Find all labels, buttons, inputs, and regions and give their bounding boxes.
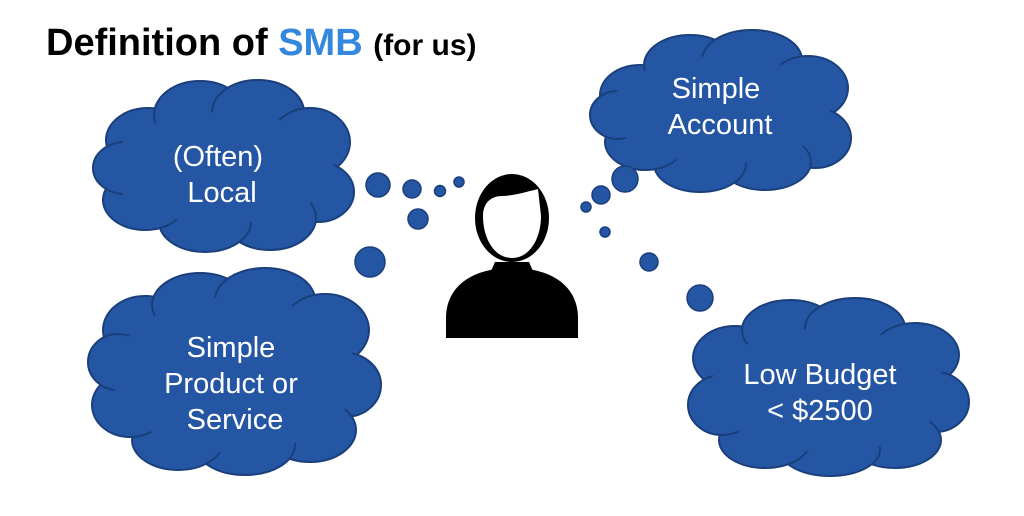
cloud-budget-text: Low Budget < $2500 [743,359,904,427]
bubble-local-3 [433,184,447,198]
cloud-local-line-1: (Often) [173,141,263,173]
cloud-product-text: Simple Product or Service [164,332,306,436]
bubble-local-5 [407,208,429,230]
cloud-account: Simple Account [589,29,852,193]
thought-bubbles [354,165,714,312]
person-icon [446,174,578,338]
cloud-product-line-2: Product or [164,368,298,400]
bubble-budget-1 [639,252,659,272]
cloud-product-line-3: Service [187,404,284,436]
cloud-budget: Low Budget < $2500 [687,297,970,477]
bubble-account-2 [591,185,611,205]
cloud-account-line-1: Simple [672,73,761,105]
cloud-product-line-1: Simple [187,332,276,364]
bubble-account-1 [611,165,639,193]
page-title: Definition of SMB (for us) [46,22,477,65]
cloud-product: Simple Product or Service [87,267,382,476]
cloud-account-line-2: Account [668,109,773,141]
bubble-local-1 [365,172,391,198]
title-prefix: Definition of [46,22,279,64]
bubble-local-4 [453,176,465,188]
cloud-local: (Often) Local [92,79,355,253]
title-highlight: SMB [278,22,363,64]
bubble-account-4 [599,226,611,238]
cloud-local-text: (Often) Local [173,141,271,209]
bubble-local-2 [402,179,422,199]
cloud-local-line-2: Local [187,177,256,209]
cloud-account-text: Simple Account [668,73,773,141]
title-suffix: (for us) [373,29,477,62]
bubble-account-3 [580,201,592,213]
bubble-product-1 [354,246,386,278]
bubble-budget-2 [686,284,714,312]
cloud-budget-line-2: < $2500 [767,395,873,427]
cloud-budget-line-1: Low Budget [743,359,896,391]
